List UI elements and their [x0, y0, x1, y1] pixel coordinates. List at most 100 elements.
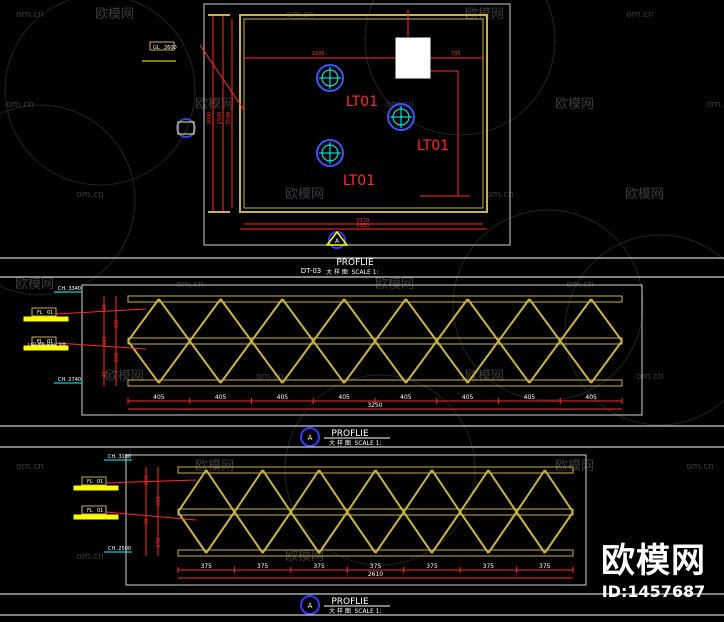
watermark-arc: [564, 234, 724, 426]
truss-diagonal: [177, 511, 208, 554]
watermark-brand-tile: 欧模网: [95, 7, 134, 22]
plan-side-dim-text: 2930: [217, 112, 223, 125]
truss-diagonal: [435, 340, 469, 384]
plan-callout-code: 2600: [164, 45, 177, 51]
truss-diagonal: [233, 469, 264, 513]
plan-subtitle: 大 样 图: [326, 268, 348, 276]
truss-title: PROFLIE: [331, 429, 369, 439]
truss-note-code: 01: [97, 508, 103, 514]
plan-sheet-border: [203, 3, 511, 246]
truss-diagonal: [233, 511, 264, 554]
watermark-id: ID:1457687: [601, 582, 706, 601]
truss-dim-text: 375: [426, 563, 438, 570]
truss-side-dim-text: 30: [144, 519, 150, 525]
watermark-site-tile: om.cn: [6, 100, 34, 110]
truss-diagonal: [250, 298, 284, 342]
plan-marker-letter: A: [335, 238, 340, 245]
truss-dim-text: 405: [524, 394, 536, 401]
watermark-brand-tile: 欧模网: [15, 277, 54, 292]
truss-level-bottom: CH. 2500: [108, 546, 131, 552]
truss-dim-text: 375: [483, 563, 495, 570]
truss-side-dim-text: 40: [102, 371, 108, 377]
watermark-brand-tile: 欧模网: [285, 187, 324, 202]
truss-chord: [127, 295, 623, 303]
truss-diagonal: [543, 469, 574, 513]
truss-title: PROFLIE: [331, 597, 369, 607]
truss-diagonal: [515, 511, 546, 554]
truss-note-box: [81, 476, 107, 486]
truss-note-bar: [73, 485, 119, 491]
truss-diagonal: [158, 298, 191, 342]
truss-diagonal: [590, 340, 623, 384]
truss-diagonal: [346, 469, 377, 513]
truss-diagonal: [261, 511, 292, 554]
truss-note-code: FL: [87, 479, 93, 485]
truss-diagonal: [543, 511, 574, 554]
truss-diagonal: [402, 469, 433, 513]
truss-diagonal: [497, 298, 531, 342]
plan-dim-text: 3170: [357, 218, 370, 224]
truss-note-code: FL: [37, 310, 43, 316]
truss-level-bottom: CH. 2740: [58, 377, 81, 383]
truss-diagonal: [590, 298, 623, 342]
lamp-label: LT01: [417, 138, 449, 154]
truss-side-dim-text: 270: [156, 538, 162, 548]
truss-diagonal: [343, 340, 376, 384]
truss-diagonal: [466, 340, 500, 384]
plan-inner-frame: [243, 18, 484, 209]
truss-diagonal: [559, 340, 592, 384]
truss-subtitle: 大 样 图: [329, 607, 351, 615]
truss-note-bar: [23, 316, 69, 322]
truss-diagonal: [219, 298, 253, 342]
truss-level-top: CH. 3100: [108, 454, 131, 460]
truss-note-bar: [23, 345, 69, 351]
plan-scale: SCALE 1:: [352, 269, 379, 276]
truss-side-dim-text: 260: [144, 476, 150, 486]
truss-diagonal: [188, 298, 222, 342]
truss-chord: [177, 466, 574, 474]
truss-dim-text: 405: [585, 394, 597, 401]
truss-note-box: [31, 307, 57, 317]
truss-diagonal: [405, 340, 438, 384]
truss-diagonal: [459, 469, 490, 513]
truss-note-code: FL: [37, 339, 43, 345]
truss-note-box: [81, 505, 107, 515]
truss-dim-text: 405: [215, 394, 227, 401]
truss-diagonal: [559, 298, 592, 342]
watermark-brand-tile: 欧模网: [555, 97, 594, 112]
truss-note-code: 01: [47, 310, 53, 316]
truss-diagonal: [402, 511, 433, 554]
truss-diagonal: [405, 298, 438, 342]
truss-level-top: CH. 3340: [58, 286, 81, 292]
truss-note-code: 01: [97, 479, 103, 485]
truss-diagonal: [281, 298, 315, 342]
truss-note-text: LXD 黑色 Steel 龙骨: [28, 341, 66, 347]
truss-diagonal: [343, 298, 376, 342]
truss-marker-letter: A: [308, 602, 313, 610]
truss-diagonal: [205, 511, 236, 554]
watermark-arc: [0, 104, 136, 296]
truss-dim-text: 375: [370, 563, 382, 570]
watermark-arc: [452, 209, 644, 401]
plan-section-marker: [176, 118, 196, 138]
plan-side-dim-text: 3090: [207, 112, 213, 125]
lamp-label: LT01: [343, 173, 375, 189]
truss-diagonal: [435, 298, 469, 342]
plan-dim-text: 735: [451, 51, 461, 57]
watermark-brand-tile: 欧模网: [465, 369, 504, 384]
truss-diagonal: [374, 340, 407, 384]
watermark-brand-tile: 欧模网: [195, 97, 234, 112]
watermark-arc: [284, 374, 476, 566]
truss-side-dim-text: 600: [102, 336, 108, 346]
truss-note-code: FL: [87, 508, 93, 514]
truss-diagonal: [312, 298, 345, 342]
watermark-site-tile: om.cn: [76, 190, 104, 200]
plan-marker-triangle: [325, 230, 349, 246]
truss-diagonal: [487, 469, 518, 513]
plan-outer-frame: [239, 14, 488, 213]
truss-dim-text: 375: [257, 563, 269, 570]
watermark-brand-tile: 欧模网: [555, 459, 594, 474]
truss-chord: [177, 549, 574, 557]
truss-diagonal: [487, 511, 518, 554]
